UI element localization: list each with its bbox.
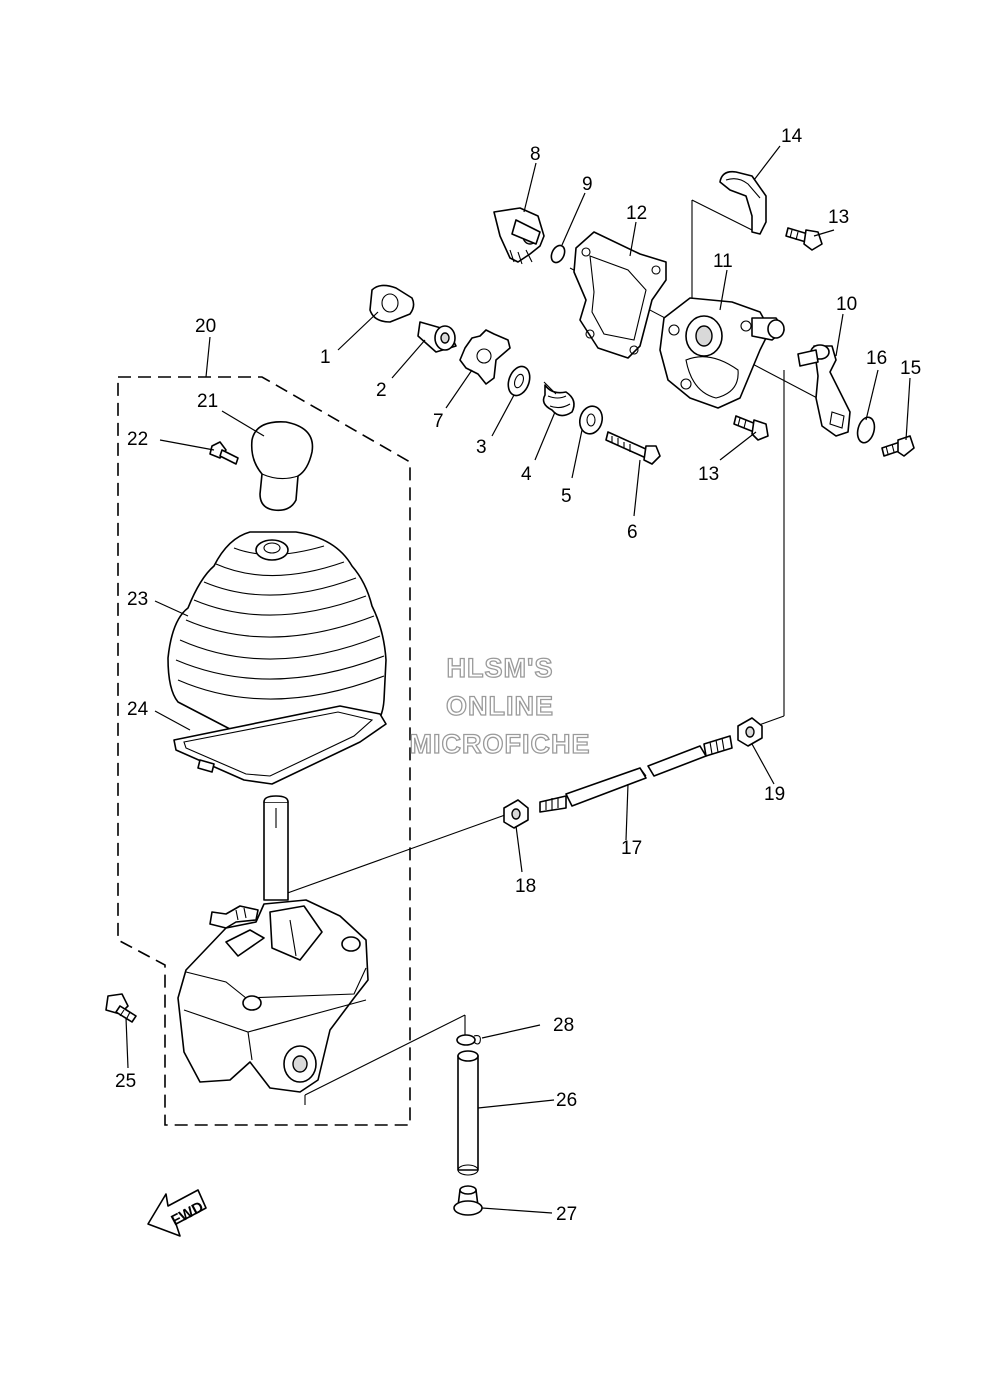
shift-lever-rod <box>263 795 289 901</box>
callout-12: 12 <box>626 203 647 224</box>
part-14-clip <box>719 170 767 235</box>
callout-1: 1 <box>320 347 331 368</box>
callout-27: 27 <box>556 1204 577 1225</box>
part-18-nut <box>503 799 529 829</box>
callout-2: 2 <box>376 380 387 401</box>
callout-28: 28 <box>553 1015 574 1036</box>
callout-14: 14 <box>781 126 803 147</box>
part-27-grommet <box>453 1185 483 1216</box>
callout-7: 7 <box>433 411 444 432</box>
watermark-line-1: HLSM'S <box>447 653 554 683</box>
leader-lines <box>125 145 911 1214</box>
callout-17: 17 <box>621 838 642 859</box>
part-28-clip <box>456 1034 481 1046</box>
part-21-knob <box>250 421 314 512</box>
assembly-outline-20 <box>117 376 411 1126</box>
part-7-gear-plate <box>459 329 511 385</box>
part-26-tube <box>457 1050 479 1176</box>
watermark-line-3: MICROFICHE <box>410 729 591 759</box>
part-5-washer <box>578 405 604 435</box>
part-13-screw-top <box>785 227 823 251</box>
callout-23: 23 <box>127 589 148 610</box>
callout-numbers: 1 2 3 4 5 6 7 8 9 10 11 12 13 13 14 15 1… <box>115 126 921 1225</box>
callout-3: 3 <box>476 437 487 458</box>
callout-5: 5 <box>561 486 572 507</box>
part-16-washer <box>856 416 876 444</box>
callout-20: 20 <box>195 316 216 337</box>
callout-22: 22 <box>127 429 148 450</box>
callout-9: 9 <box>582 174 593 195</box>
part-15-bolt <box>881 435 915 457</box>
callout-24: 24 <box>127 699 149 720</box>
callout-21: 21 <box>197 391 218 412</box>
part-13-screw-bottom <box>733 415 769 441</box>
callout-13-bottom: 13 <box>698 464 719 485</box>
part-19-nut <box>737 717 763 747</box>
part-2-bushing <box>417 321 457 353</box>
part-12-gasket <box>573 231 667 359</box>
callout-18: 18 <box>515 876 536 897</box>
callout-26: 26 <box>556 1090 577 1111</box>
callout-15: 15 <box>900 358 921 379</box>
part-22-screw <box>209 441 239 465</box>
part-10-lever <box>797 344 851 437</box>
callout-16: 16 <box>866 348 887 369</box>
callout-13-top: 13 <box>828 207 849 228</box>
callout-19: 19 <box>764 784 785 805</box>
part-1-cam <box>369 284 415 323</box>
part-8-gear-shaft <box>493 207 545 265</box>
part-4-spring <box>542 381 575 417</box>
callout-10: 10 <box>836 294 857 315</box>
watermark: HLSM'S ONLINE MICROFICHE <box>409 652 591 759</box>
callout-25: 25 <box>115 1071 136 1092</box>
callout-6: 6 <box>627 522 638 543</box>
watermark-line-2: ONLINE <box>446 691 554 721</box>
callout-11: 11 <box>713 251 733 272</box>
control-box-housing <box>177 899 369 1093</box>
part-17-shaft <box>539 735 733 813</box>
fwd-arrow-icon: FWD <box>147 1189 207 1237</box>
part-9-o-ring <box>550 244 566 264</box>
part-6-bolt <box>605 431 661 465</box>
callout-8: 8 <box>530 144 541 165</box>
part-3-washer <box>507 365 531 397</box>
part-11-housing <box>659 297 785 409</box>
part-24-frame <box>173 705 387 785</box>
callout-4: 4 <box>521 464 532 485</box>
part-25-bolt <box>105 993 137 1023</box>
